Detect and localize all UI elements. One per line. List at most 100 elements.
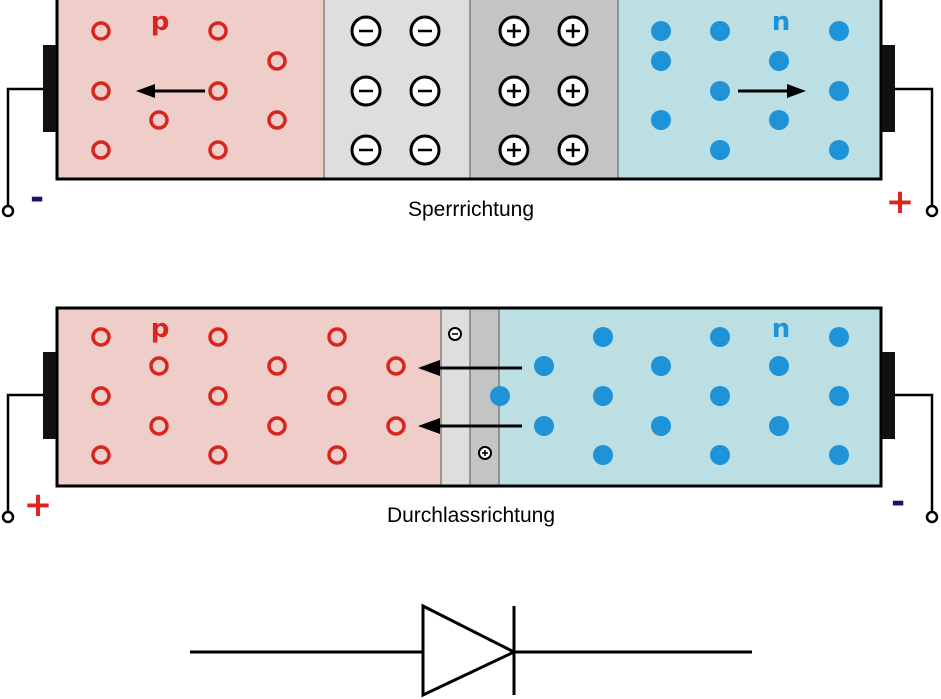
electron — [829, 327, 849, 347]
forward-left-terminal-sign: + — [24, 485, 53, 525]
electron — [534, 416, 554, 436]
reverse-right-terminal-node — [925, 204, 939, 218]
reverse-electron-drift-arrow — [738, 84, 806, 98]
electron — [829, 140, 849, 160]
forward-left-lead — [6, 393, 43, 511]
hole — [208, 81, 228, 101]
hole — [267, 110, 287, 130]
electron — [651, 21, 671, 41]
negative-ion-icon — [409, 15, 441, 47]
electron — [829, 21, 849, 41]
forward-diode-body-outline — [55, 306, 883, 488]
forward-left-terminal-node — [1, 510, 15, 524]
electron — [593, 327, 613, 347]
forward-n-region — [499, 308, 881, 486]
electron — [829, 386, 849, 406]
reverse-right-lead — [895, 87, 934, 205]
reverse-left-lead — [6, 87, 43, 205]
electron — [593, 445, 613, 465]
forward-ions — [448, 327, 492, 460]
electron — [651, 416, 671, 436]
reverse-left-electrode — [43, 45, 56, 132]
reverse-holes — [91, 21, 287, 160]
positive-ion-icon — [498, 15, 530, 47]
forward-right-terminal-sign: - — [891, 482, 905, 522]
reverse-diode-body-outline — [55, 0, 883, 181]
forward-right-terminal-node — [925, 510, 939, 524]
hole — [386, 356, 406, 376]
electron — [710, 21, 730, 41]
reverse-n-label: n — [772, 7, 791, 37]
reverse-caption: Sperrrichtung — [408, 198, 534, 221]
reverse-electrons — [651, 21, 849, 160]
forward-electron-flow-arrow-lower — [418, 418, 522, 434]
positive-ion-icon — [498, 75, 530, 107]
hole — [91, 21, 111, 41]
forward-electron-flow-arrow-upper — [418, 360, 522, 376]
electron — [829, 81, 849, 101]
positive-ion-icon — [557, 15, 589, 47]
hole — [327, 327, 347, 347]
hole — [327, 386, 347, 406]
hole — [91, 140, 111, 160]
hole — [91, 327, 111, 347]
negative-ion-icon — [409, 75, 441, 107]
electron — [829, 445, 849, 465]
electron — [710, 445, 730, 465]
diode-symbol — [190, 603, 752, 698]
electron — [710, 81, 730, 101]
hole — [386, 416, 406, 436]
electron — [710, 327, 730, 347]
electron — [710, 386, 730, 406]
reverse-left-terminal-node — [1, 204, 15, 218]
hole — [267, 51, 287, 71]
negative-ion-icon — [350, 134, 382, 166]
hole — [267, 416, 287, 436]
negative-ion-icon — [350, 15, 382, 47]
electron — [490, 386, 510, 406]
forward-n-label: n — [772, 314, 791, 344]
forward-left-electrode — [43, 352, 56, 439]
hole — [208, 386, 228, 406]
reverse-hole-drift-arrow — [136, 84, 205, 98]
forward-right-electrode — [882, 352, 895, 439]
positive-ion-icon — [478, 446, 492, 460]
forward-p-region — [57, 308, 441, 486]
positive-ion-icon — [498, 134, 530, 166]
reverse-ions — [350, 15, 589, 166]
electron — [710, 140, 730, 160]
electron — [769, 51, 789, 71]
forward-caption: Durchlassrichtung — [387, 504, 555, 527]
positive-ion-icon — [557, 75, 589, 107]
reverse-right-electrode — [882, 45, 895, 132]
electron — [534, 356, 554, 376]
hole — [91, 386, 111, 406]
reverse-bias-panel: - + p n Sperrrichtung — [1, 0, 939, 222]
positive-ion-icon — [557, 134, 589, 166]
electron — [769, 110, 789, 130]
hole — [208, 21, 228, 41]
forward-right-lead — [895, 393, 934, 511]
hole — [91, 445, 111, 465]
electron — [769, 416, 789, 436]
forward-p-label: p — [151, 314, 170, 344]
electron — [651, 51, 671, 71]
forward-electrons — [490, 327, 849, 465]
negative-ion-icon — [448, 327, 462, 341]
reverse-right-terminal-sign: + — [886, 182, 915, 222]
hole — [149, 416, 169, 436]
forward-holes — [91, 327, 406, 465]
negative-ion-icon — [350, 75, 382, 107]
hole — [208, 445, 228, 465]
negative-ion-icon — [409, 134, 441, 166]
hole — [149, 110, 169, 130]
reverse-p-label: p — [151, 7, 170, 37]
hole — [149, 356, 169, 376]
electron — [651, 356, 671, 376]
hole — [91, 81, 111, 101]
reverse-depletion-positive — [470, 0, 618, 179]
diode-triangle — [421, 603, 518, 698]
electron — [651, 110, 671, 130]
forward-bias-panel: + - p n Durchlassrichtung — [1, 306, 939, 527]
